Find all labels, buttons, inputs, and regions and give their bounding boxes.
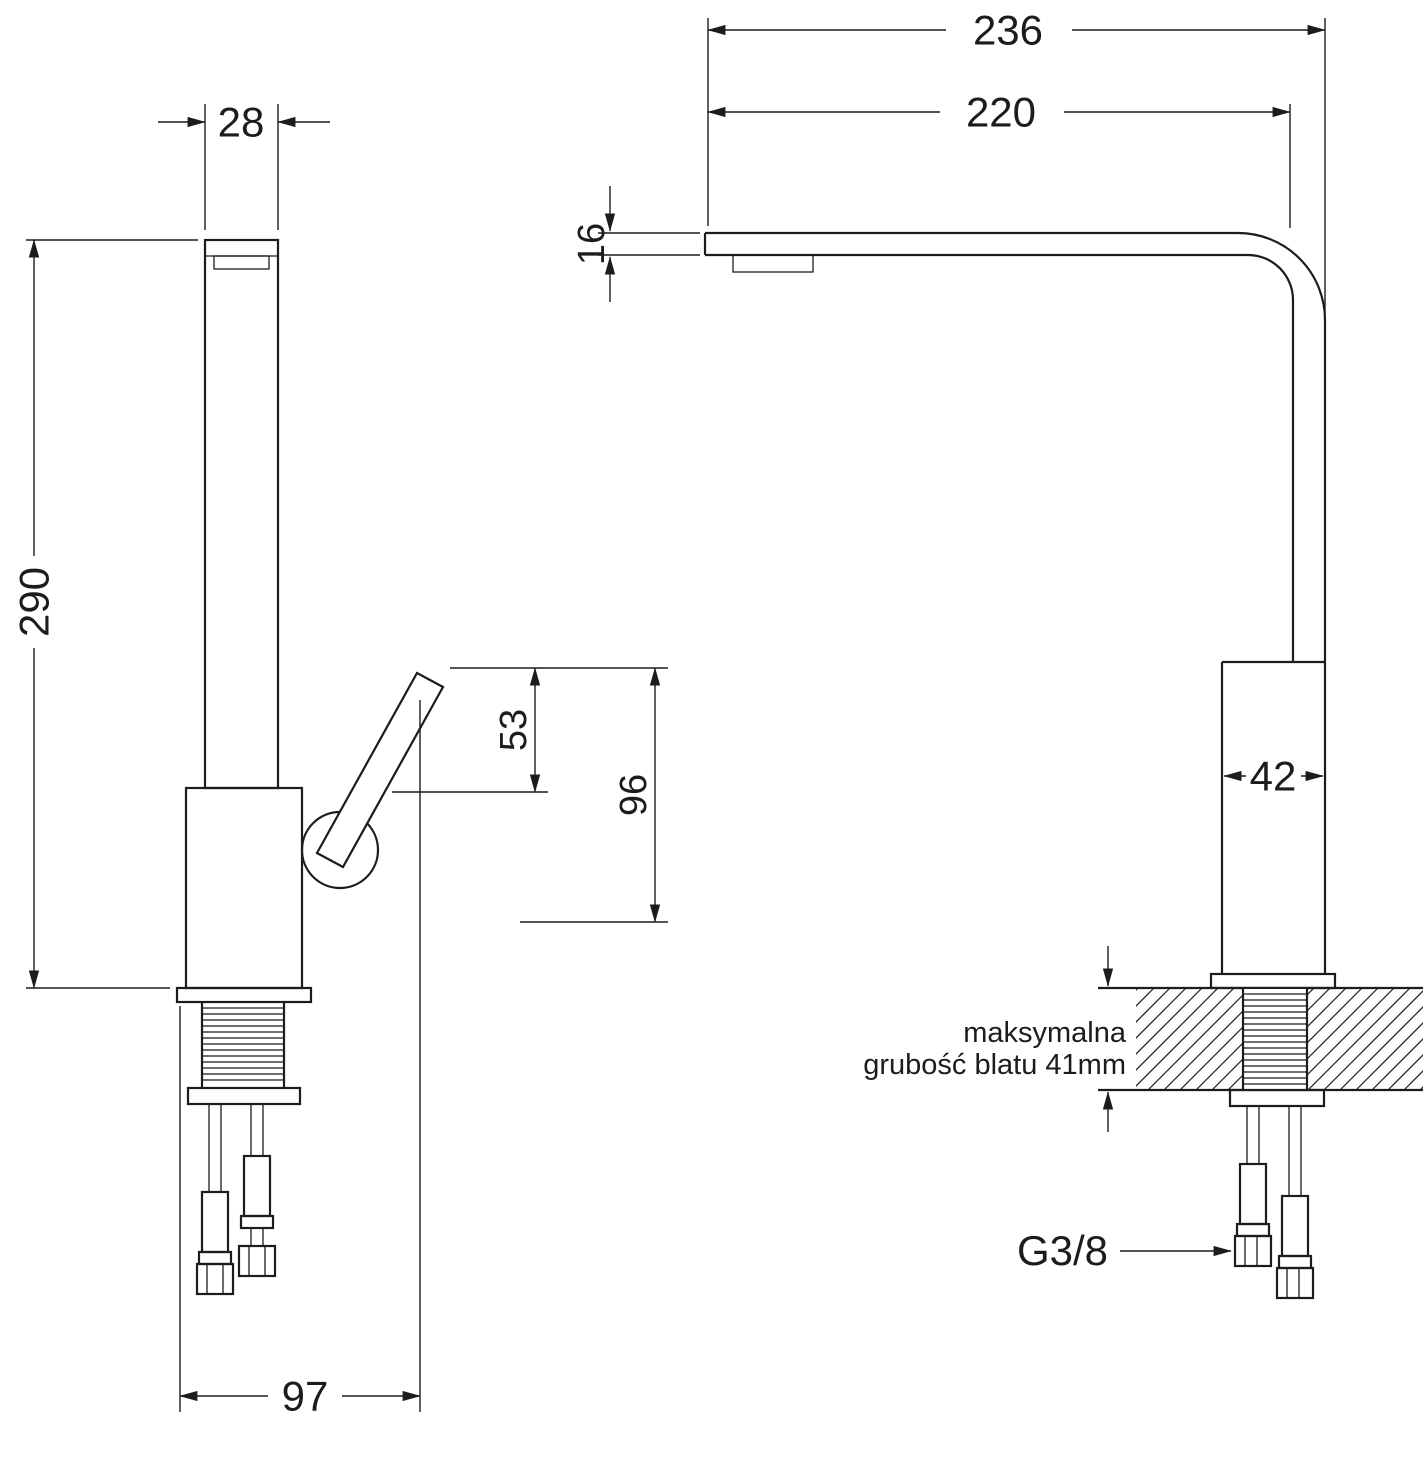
dim-depth-label: 97 <box>282 1373 329 1420</box>
dim-spout-reach-label: 220 <box>966 89 1036 136</box>
side-hose-rear <box>237 1104 277 1278</box>
front-view <box>703 231 1423 1300</box>
dim-spout-width-label: 28 <box>218 99 265 146</box>
side-view <box>175 238 445 1296</box>
countertop-note-line2: grubość blatu 41mm <box>863 1049 1126 1081</box>
thread-size-label: G3/8 <box>1017 1227 1108 1274</box>
front-aerator <box>732 254 814 273</box>
side-base-flange <box>175 986 313 1004</box>
dim-body-width-label: 42 <box>1250 753 1297 800</box>
dim-handle-span-label: 96 <box>613 774 655 816</box>
threads-left <box>202 1007 284 1081</box>
front-spout-inner <box>705 253 1295 662</box>
side-mounting-nut <box>186 1086 302 1106</box>
side-hose-front <box>195 1104 235 1296</box>
front-spout-outer <box>705 231 1327 662</box>
front-hose-front <box>1233 1106 1273 1268</box>
side-spout-column <box>203 238 280 790</box>
side-aerator <box>213 255 270 270</box>
front-base-flange <box>1209 972 1337 990</box>
countertop-note-line1: maksymalna <box>963 1017 1127 1049</box>
side-body <box>184 786 304 990</box>
front-dimensions: 236 220 16 42 maksymalna grubość blatu 4… <box>571 7 1326 1274</box>
dim-height-label: 290 <box>11 567 58 637</box>
dim-spout-thickness-label: 16 <box>571 223 613 265</box>
dim-overall-reach-label: 236 <box>973 7 1043 54</box>
threads-right <box>1243 993 1307 1085</box>
front-hose-rear <box>1275 1106 1315 1300</box>
dim-handle-offset-label: 53 <box>493 709 535 751</box>
side-dimensions: 28 290 53 96 97 <box>11 99 668 1420</box>
side-handle-lever <box>315 671 445 869</box>
front-mounting-nut <box>1228 1088 1326 1108</box>
